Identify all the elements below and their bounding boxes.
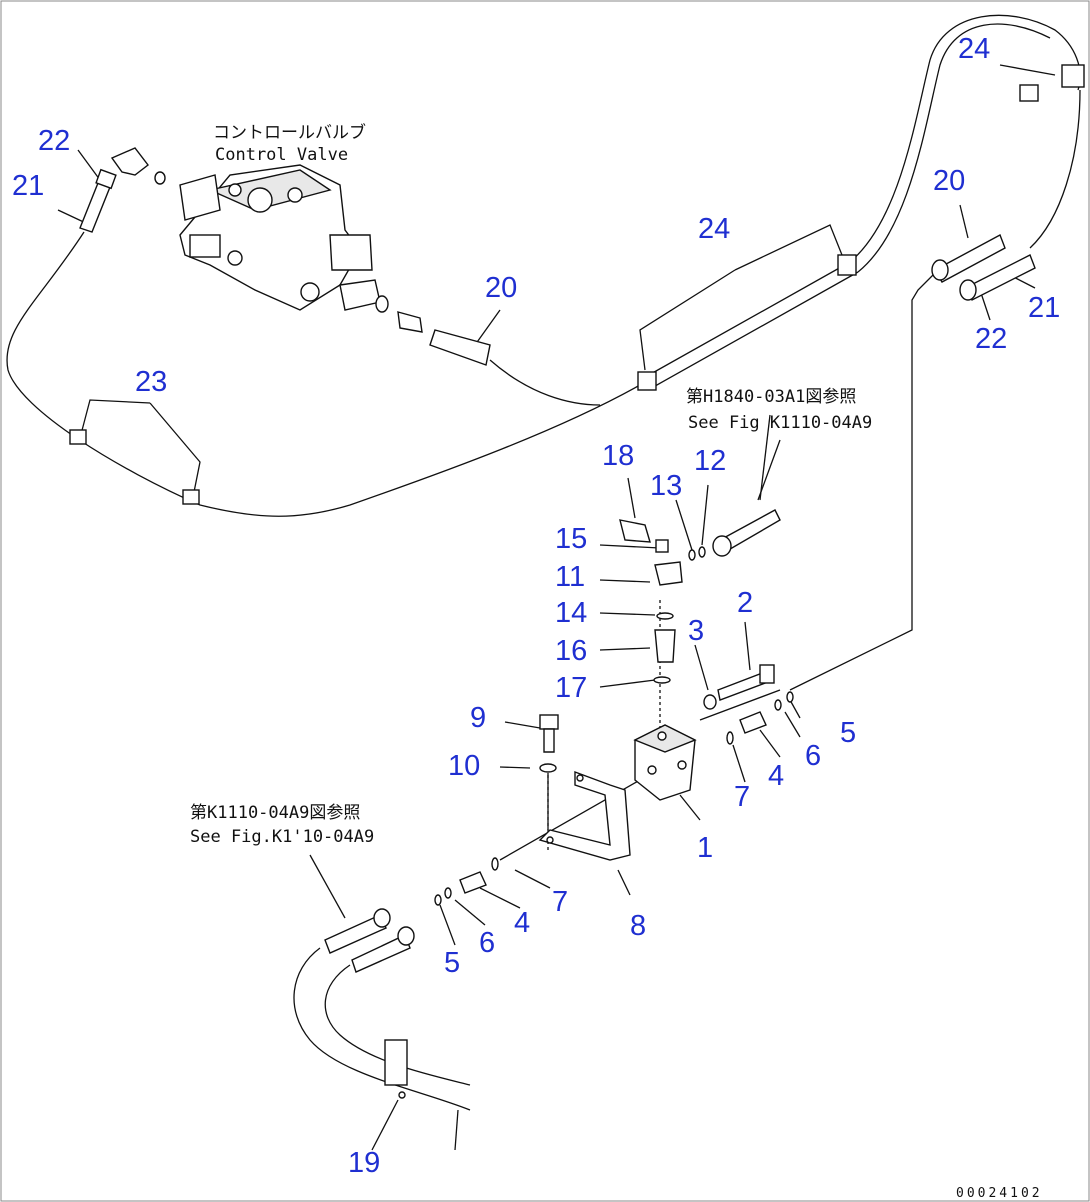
clamp-23-left [69,429,200,505]
hose-end-20-left [429,329,491,366]
bracket-8 [538,770,631,861]
reference-label-right-jp: 第H1840-03A1図参照 [686,387,856,407]
fittings-right [726,691,794,745]
adapter-16 [654,629,676,663]
callout-23: 23 [135,366,167,398]
connector-adapter [397,311,423,333]
callout-6: 6 [805,740,821,772]
callout-13: 13 [650,470,682,502]
callout-19: 19 [348,1147,380,1179]
hose-end-21-22-left [79,168,117,233]
callout-4: 4 [768,760,784,792]
washer-10 [539,763,557,773]
callout-24: 24 [958,33,990,65]
hose-end-20-21-right [931,234,1036,301]
callout-4: 4 [514,907,530,939]
block-1 [633,724,697,801]
hose-lines [6,14,1081,1151]
callout-18: 18 [602,440,634,472]
reference-label-left-en: See Fig.K1'10-04A9 [190,827,374,847]
callout-22: 22 [975,323,1007,355]
callout-10: 10 [448,750,480,782]
callout-24: 24 [698,213,730,245]
callout-3: 3 [688,615,704,647]
control-valve-assembly [179,164,389,313]
callout-12: 12 [694,445,726,477]
clamp-19 [384,1039,408,1099]
bolt-right [712,509,781,557]
callout-6: 6 [479,927,495,959]
oring-13-12 [688,546,706,561]
callout-8: 8 [630,910,646,942]
callout-17: 17 [555,672,587,704]
switch-18 [619,519,651,543]
oring-14 [656,612,674,620]
callout-20: 20 [933,165,965,197]
callout-15: 15 [555,523,587,555]
control-valve-label-jp: コントロールバルブ [213,122,366,143]
callout-11: 11 [555,561,585,593]
elbow-11 [654,561,683,586]
control-valve-label-en: Control Valve [215,145,348,165]
hose-end-left-lower [324,908,415,973]
drawing-code: 00024102 [956,1186,1043,1201]
reference-label-left-jp: 第K1110-04A9図参照 [190,803,360,823]
cap-15 [655,539,669,553]
bolt-2 [717,664,775,701]
callout-5: 5 [444,947,460,979]
callout-21: 21 [1028,292,1060,324]
callout-7: 7 [734,781,750,813]
callout-16: 16 [555,635,587,667]
fittings-left [434,857,499,906]
elbow-fitting-top [110,147,166,185]
callout-1: 1 [697,832,713,864]
callout-9: 9 [470,702,486,734]
callout-20: 20 [485,272,517,304]
callout-2: 2 [737,587,753,619]
callout-14: 14 [555,597,587,629]
reference-label-right-en: See Fig K1110-04A9 [688,413,872,433]
callout-21: 21 [12,170,44,202]
oring-17 [653,676,671,684]
callout-5: 5 [840,717,856,749]
callout-numbers: 22 21 23 20 24 24 20 21 22 18 13 12 15 1… [12,33,1060,1179]
callout-22: 22 [38,125,70,157]
bolt-9 [539,714,559,753]
washer-3 [703,694,717,710]
clamp-24 [637,64,1085,391]
callout-7: 7 [552,886,568,918]
